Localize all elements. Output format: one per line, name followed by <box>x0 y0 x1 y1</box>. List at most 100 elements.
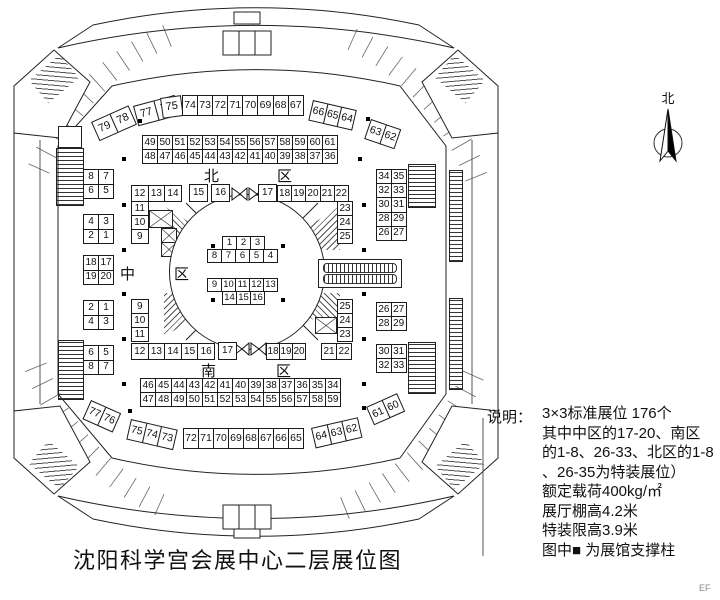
booth-cell: 6 <box>235 249 250 263</box>
booth-cell: 18 <box>83 255 99 271</box>
support-column-dot <box>122 248 126 252</box>
seating-tick <box>124 478 136 498</box>
elevator-west-north <box>58 126 82 148</box>
support-column-dot <box>362 203 366 207</box>
escalator-bank <box>318 259 402 288</box>
lobby-top-cap <box>234 12 260 24</box>
booth-cell: 15 <box>189 184 208 202</box>
lobby-bottom-doors <box>239 505 255 529</box>
support-column-dot <box>358 157 362 161</box>
booth-cell: 56 <box>278 392 295 407</box>
seating-tick <box>452 139 472 151</box>
booth-cell: 54 <box>247 392 265 407</box>
booth-cell: 40 <box>262 149 278 164</box>
seating-tick <box>132 42 144 62</box>
support-column-dot <box>281 298 285 302</box>
booth-cell: 9 <box>207 278 222 292</box>
label-south-district-2: 区 <box>276 363 292 380</box>
seating-tick <box>459 155 480 165</box>
booth-cell: 18 <box>277 185 293 202</box>
booth-cell: 70 <box>213 428 229 449</box>
support-column-dot <box>362 337 366 341</box>
booth-cell: 14 <box>164 185 182 202</box>
support-column-dot <box>122 157 126 161</box>
seating-tick <box>407 453 422 470</box>
seating-tick <box>341 497 350 518</box>
stairwell-west-north <box>56 148 84 206</box>
legend-line: 展厅棚高4.2米 <box>542 502 638 520</box>
seating-tick <box>163 25 172 46</box>
label-center-district-2: 区 <box>174 266 190 283</box>
seating-tick <box>466 172 487 181</box>
booth-cell: 33 <box>390 183 407 199</box>
booth-cell: 43 <box>217 149 233 164</box>
legend-lines: 3×3标准展位 176个其中中区的17-20、南区的1-8、26-33、北区的1… <box>542 404 714 560</box>
seating-tick <box>355 490 365 511</box>
booth-cell: 44 <box>202 149 218 164</box>
booth-cell: 18 <box>266 343 280 360</box>
seating-tick <box>395 464 409 482</box>
booth-cell: 19 <box>291 185 307 202</box>
booth-cell: 71 <box>198 428 214 449</box>
booth-cell: 1 <box>98 300 114 316</box>
booth-cell: 54 <box>217 135 233 150</box>
support-column-dot <box>362 406 366 410</box>
booth-cell: 29 <box>390 316 407 332</box>
booth-cell: 5 <box>98 345 114 361</box>
outer-arc-top <box>93 8 419 25</box>
elevator-x-box-nw <box>149 210 173 228</box>
booth-cell: 16 <box>250 291 265 305</box>
booth-cell: 3 <box>98 314 114 330</box>
booth-cell: 31 <box>390 197 407 213</box>
booth-cell: 57 <box>262 135 278 150</box>
seating-tick <box>32 379 53 389</box>
watermark: EF <box>699 583 711 593</box>
booth-cell: 75 <box>160 95 184 119</box>
lobby-bottom-cap <box>234 529 260 538</box>
label-center-district-1: 中 <box>120 266 136 283</box>
booth-cell: 15 <box>236 291 251 305</box>
booth-cell: 12 <box>249 278 264 292</box>
booth-cell: 62 <box>341 417 363 442</box>
booth-cell: 17 <box>98 255 114 271</box>
booth-cell: 10 <box>221 278 236 292</box>
booth-cell: 5 <box>249 249 264 263</box>
support-column-dot <box>281 244 285 248</box>
booth-cell: 17 <box>258 184 277 202</box>
booth-cell: 41 <box>216 378 234 393</box>
booth-cell: 33 <box>390 358 407 374</box>
booth-cell: 8 <box>83 169 99 185</box>
booth-cell: 30 <box>376 344 392 360</box>
booth-cell: 34 <box>376 169 392 185</box>
booth-cell: 5 <box>98 183 114 199</box>
seating-tick <box>117 52 130 71</box>
arc-connectors <box>58 25 454 519</box>
floor-arc-bottom <box>112 458 400 474</box>
booth-cell: 9 <box>131 299 149 314</box>
booth-cell: 67 <box>258 428 274 449</box>
booth-cell: 32 <box>376 183 392 199</box>
booth-cell: 73 <box>197 95 214 116</box>
booth-cell: 4 <box>263 249 278 263</box>
booth-cell: 16 <box>211 184 230 202</box>
seating-tick <box>348 29 357 50</box>
booth-cell: 1 <box>98 228 114 244</box>
booth-cell: 32 <box>376 358 392 374</box>
booth-cell: 14 <box>164 343 182 360</box>
booth-cell: 41 <box>247 149 263 164</box>
support-column-dot <box>122 382 126 386</box>
